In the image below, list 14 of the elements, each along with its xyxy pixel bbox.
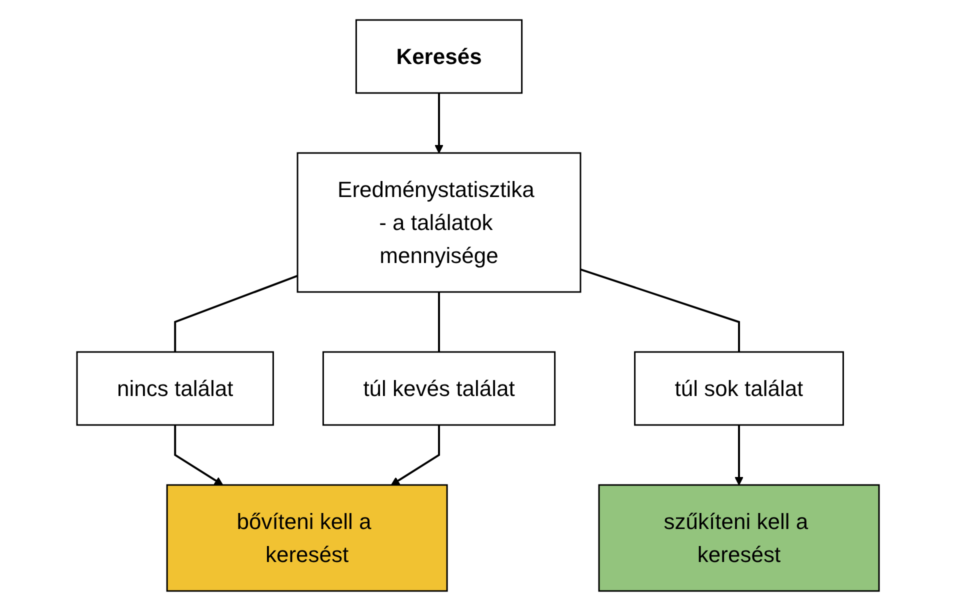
node-box: nincs találat — [76, 351, 274, 426]
connector — [580, 268, 740, 352]
node-box: bővíteni kell a keresést — [166, 484, 448, 592]
arrow — [435, 93, 444, 154]
arrow — [391, 425, 440, 486]
connector — [438, 292, 440, 352]
node-box: Eredménystatisztika - a találatok mennyisége — [297, 152, 582, 293]
arrow — [174, 425, 224, 486]
arrow — [735, 425, 744, 486]
node-box: túl kevés találat — [322, 351, 556, 426]
node-box: szűkíteni kell a keresést — [598, 484, 880, 592]
node-box: túl sok találat — [634, 351, 844, 426]
node-box: Keresés — [356, 19, 524, 94]
connector — [174, 274, 298, 352]
